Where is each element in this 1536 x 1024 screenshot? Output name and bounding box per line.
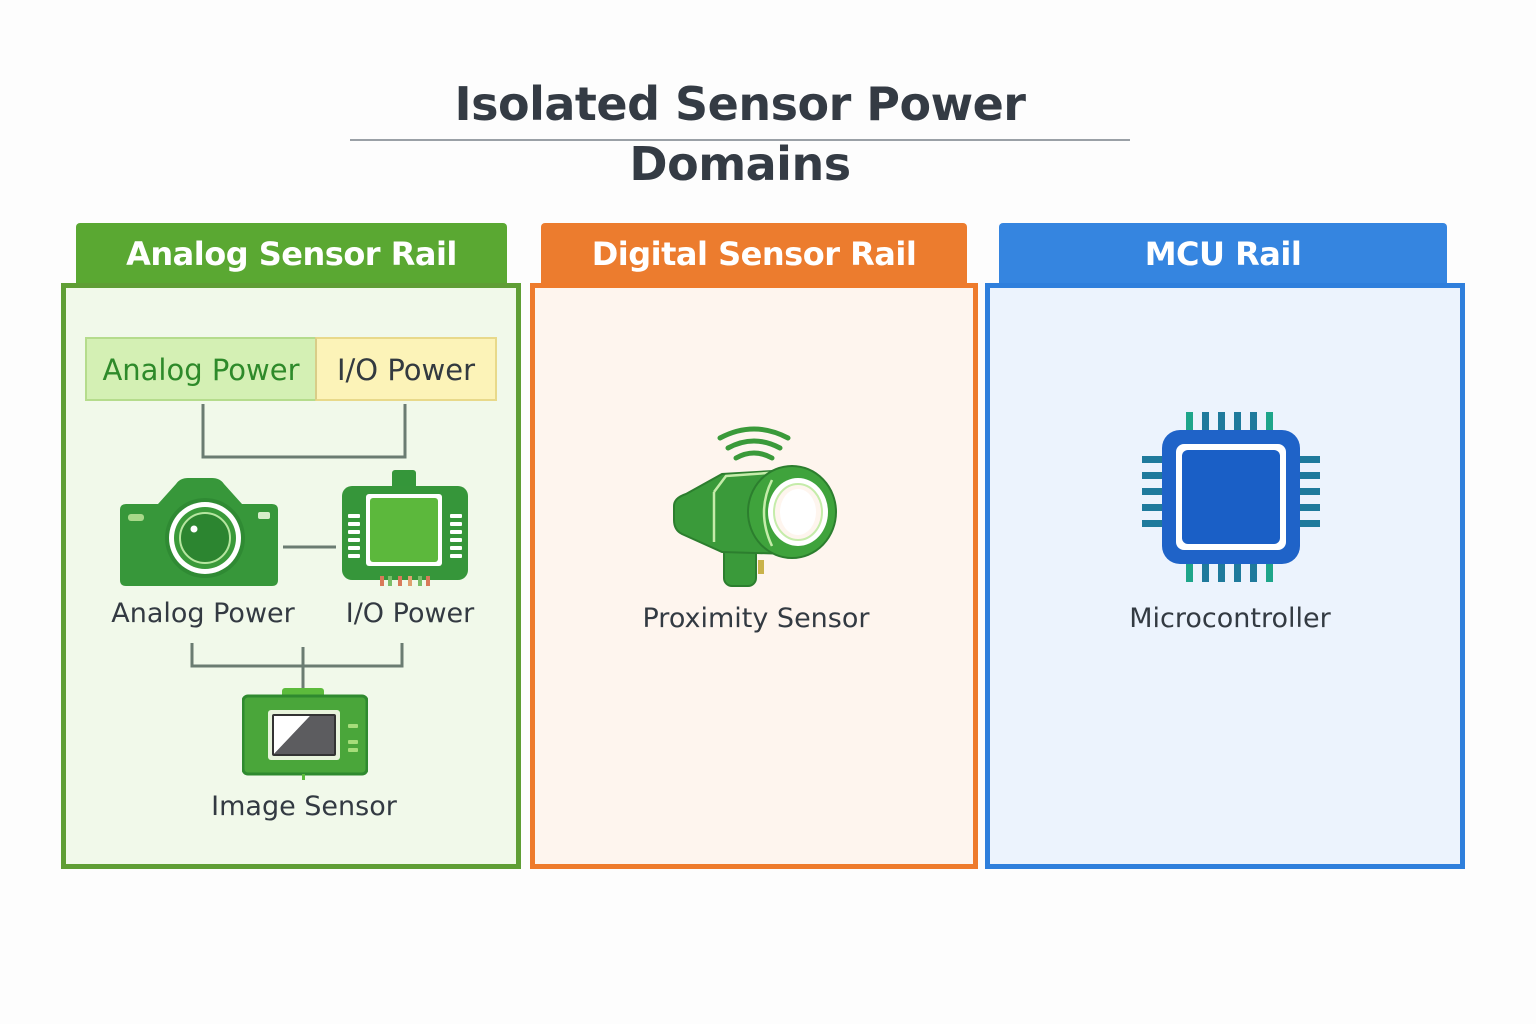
camera-label: Analog Power: [111, 598, 295, 629]
camera-icon: [120, 478, 278, 586]
chip-module-icon: [342, 470, 468, 586]
analog-rail-header: Analog Sensor Rail: [76, 223, 507, 283]
wire-power-boxes: [201, 404, 407, 459]
title-underline: [350, 139, 1130, 141]
analog-power-box: Analog Power: [85, 337, 315, 401]
digital-rail-header: Digital Sensor Rail: [541, 223, 967, 283]
microcontroller-label: Microcontroller: [1129, 603, 1331, 634]
proximity-sensor-label: Proximity Sensor: [642, 603, 870, 634]
proximity-sensor-icon: [673, 426, 837, 587]
mcu-rail-header: MCU Rail: [999, 223, 1447, 283]
wire-labels-to-image-sensor: [190, 643, 404, 690]
image-sensor-label: Image Sensor: [211, 791, 397, 822]
io-power-box: I/O Power: [315, 337, 497, 401]
chip-module-label: I/O Power: [345, 598, 475, 629]
diagram-title: Isolated Sensor Power Domains: [454, 77, 1027, 191]
image-sensor-icon: [242, 688, 368, 780]
microcontroller-icon: [1142, 412, 1320, 582]
